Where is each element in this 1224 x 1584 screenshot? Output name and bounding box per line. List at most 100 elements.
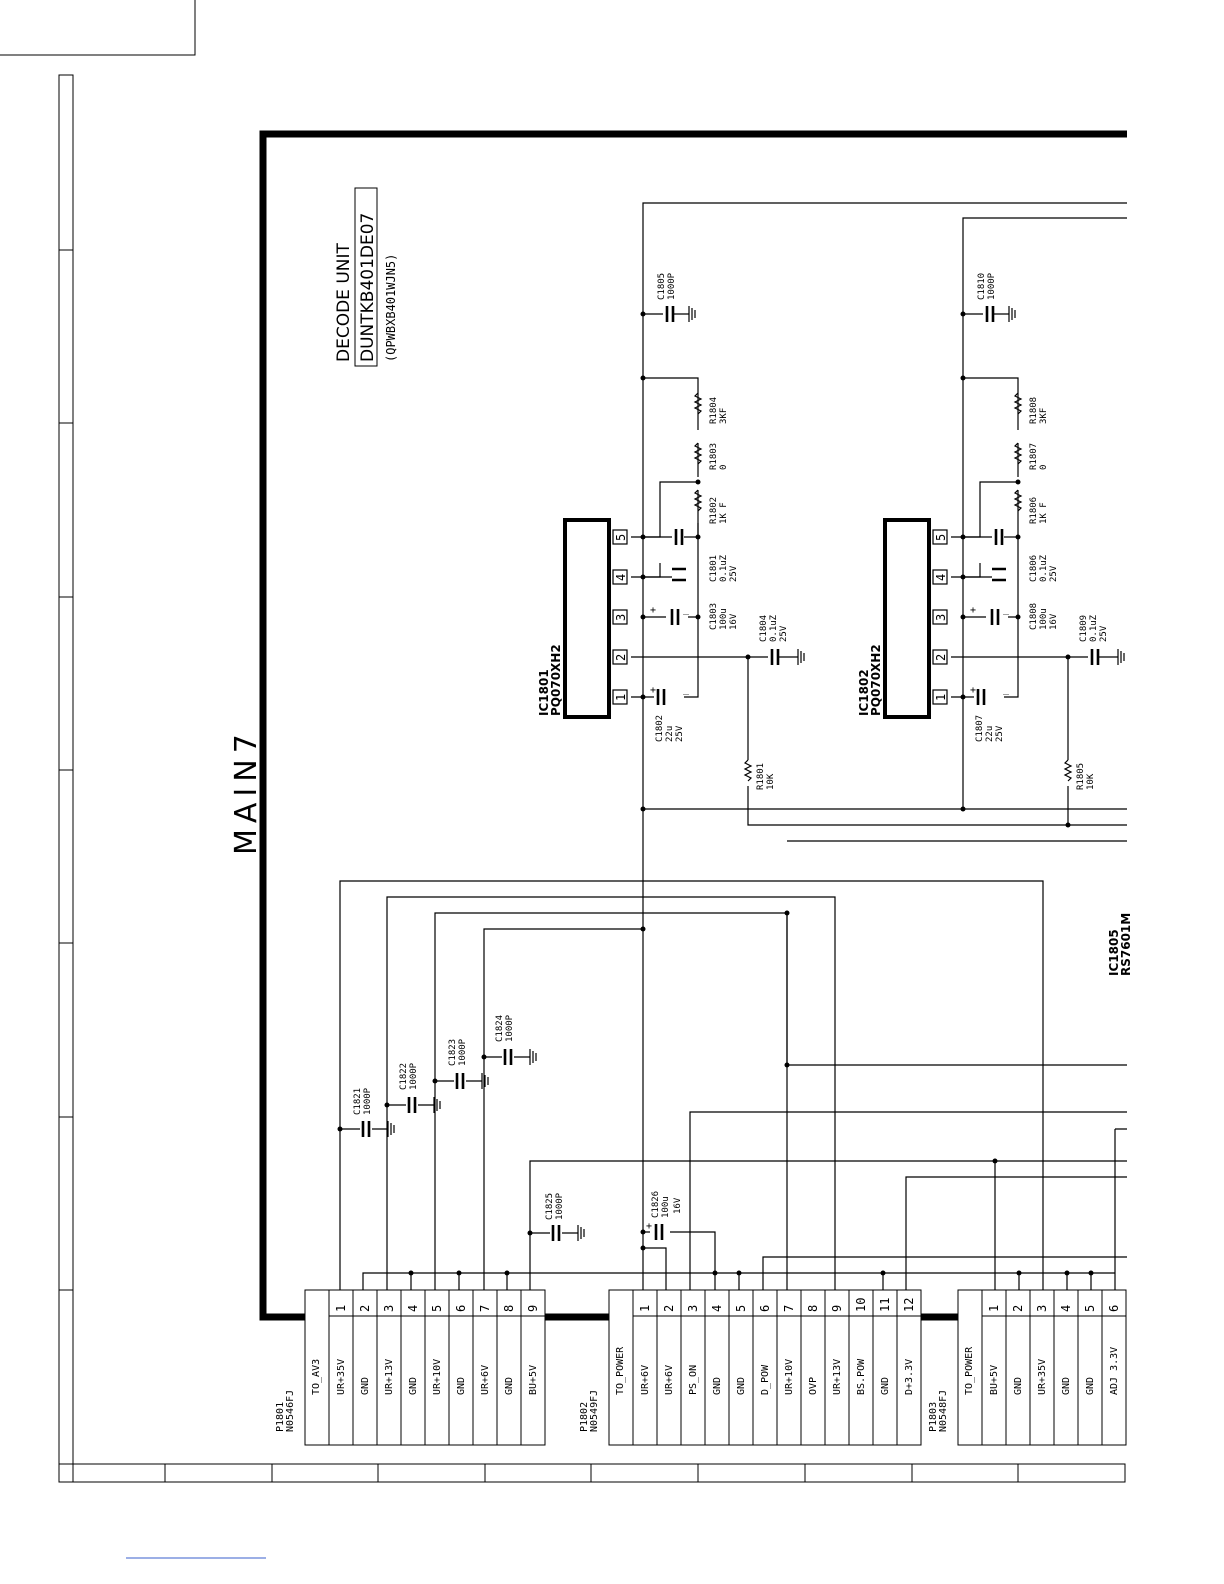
connector-pin-number: 5 xyxy=(430,1305,444,1312)
connector-pin-signal: BU+5V xyxy=(989,1365,1000,1395)
ic1801-ref: IC1801 xyxy=(537,669,551,716)
resistor-r1802 xyxy=(693,489,703,512)
svg-text:100u: 100u xyxy=(661,1196,671,1218)
ic1802-circuit: 5 4 3 2 1 IC1802 PQ070XH2 + _ + _ C1810 … xyxy=(857,217,1127,828)
connector-pin-number: 1 xyxy=(638,1305,652,1312)
connector-destination: TO_POWER xyxy=(964,1346,975,1395)
connector-pin-signal: BS.POW xyxy=(856,1358,867,1395)
svg-text:+: + xyxy=(646,1221,652,1232)
svg-text:0.1uZ: 0.1uZ xyxy=(719,554,729,582)
connector-pin-number: 3 xyxy=(686,1305,700,1312)
connector-pin-number: 11 xyxy=(878,1298,892,1312)
svg-text:1000P: 1000P xyxy=(987,272,997,300)
svg-text:3KF: 3KF xyxy=(1039,408,1049,424)
svg-text:R1806: R1806 xyxy=(1029,497,1039,524)
svg-text:R1802: R1802 xyxy=(709,497,719,524)
svg-text:C1808: C1808 xyxy=(1029,603,1039,630)
svg-text:25V: 25V xyxy=(995,725,1005,742)
svg-text:10K: 10K xyxy=(766,773,776,790)
connector-pin-number: 6 xyxy=(454,1305,468,1312)
connectors: 1UR+35V2GND3UR+13V4GND5UR+10V6GND7UR+6V8… xyxy=(275,1289,1127,1446)
connector-pin-number: 9 xyxy=(526,1305,540,1312)
connector-pin-signal: D+3.3V xyxy=(904,1359,915,1395)
ic1801-part: PQ070XH2 xyxy=(549,644,563,716)
svg-text:5: 5 xyxy=(614,534,628,541)
svg-text:1000P: 1000P xyxy=(555,1192,565,1220)
svg-text:C1826: C1826 xyxy=(651,1191,661,1218)
sheet-frame xyxy=(0,0,1126,1559)
svg-text:25V: 25V xyxy=(1049,565,1059,582)
connector-pin-number: 6 xyxy=(758,1305,772,1312)
svg-text:+: + xyxy=(970,605,976,616)
svg-text:C1803: C1803 xyxy=(709,603,719,630)
connector-ref: P1801 xyxy=(275,1402,286,1432)
svg-text:C1805: C1805 xyxy=(657,273,667,300)
connector-pin-signal: ADJ 3.3V xyxy=(1109,1347,1120,1395)
connector-part: N0546FJ xyxy=(285,1390,296,1432)
sheet-title: MAIN7 xyxy=(229,728,264,855)
svg-text:_: _ xyxy=(683,604,690,615)
svg-text:16V: 16V xyxy=(1049,613,1059,630)
svg-text:5: 5 xyxy=(934,534,948,541)
connector-pin-signal: GND xyxy=(736,1377,747,1395)
svg-text:+: + xyxy=(650,605,656,616)
connector-pin-number: 2 xyxy=(1011,1305,1025,1312)
svg-text:C1804: C1804 xyxy=(759,615,769,642)
svg-text:_: _ xyxy=(683,684,690,695)
connector-pin-number: 2 xyxy=(662,1305,676,1312)
resistor-r1801 xyxy=(743,759,753,782)
ic1802-ref: IC1802 xyxy=(857,669,871,716)
ic1802-body xyxy=(883,518,931,719)
unit-title-block: DECODE UNIT DUNTKB401DE07 (QPWBXB401WJN5… xyxy=(334,187,398,367)
svg-text:C1806: C1806 xyxy=(1029,555,1039,582)
svg-text:25V: 25V xyxy=(1099,625,1109,642)
connector-pin-signal: GND xyxy=(360,1377,371,1395)
svg-text:+: + xyxy=(970,685,976,696)
connector-pin-number: 4 xyxy=(710,1305,724,1312)
connector-pin-signal: UR+13V xyxy=(832,1359,843,1395)
svg-text:_: _ xyxy=(1003,684,1010,695)
connector-pin-number: 3 xyxy=(382,1305,396,1312)
connector-pin-number: 7 xyxy=(782,1305,796,1312)
svg-text:R1801: R1801 xyxy=(756,763,766,790)
svg-text:1K F: 1K F xyxy=(719,502,729,524)
svg-text:25V: 25V xyxy=(729,565,739,582)
connector-pin-signal: UR+13V xyxy=(384,1359,395,1395)
connector-pin-number: 4 xyxy=(406,1305,420,1312)
svg-text:4: 4 xyxy=(614,574,628,581)
svg-text:2: 2 xyxy=(934,654,948,661)
connector-pin-number: 8 xyxy=(806,1305,820,1312)
connector-pin-number: 2 xyxy=(358,1305,372,1312)
connector-pin-signal: D_POW xyxy=(760,1364,771,1395)
unit-pwb-code: (QPWBXB401WJN5) xyxy=(384,254,398,362)
connector-p1801: 1UR+35V2GND3UR+13V4GND5UR+10V6GND7UR+6V8… xyxy=(275,1289,546,1446)
ic1801-circuit: 5 4 3 2 1 IC1801 PQ070XH2 + _ + _ C1805 … xyxy=(537,202,1127,826)
svg-text:C1823: C1823 xyxy=(448,1039,458,1066)
svg-text:+: + xyxy=(650,685,656,696)
connector-pin-number: 10 xyxy=(854,1298,868,1312)
svg-text:C1825: C1825 xyxy=(545,1193,555,1220)
ic1801-body xyxy=(563,518,611,719)
svg-text:R1804: R1804 xyxy=(709,397,719,424)
connector-pin-signal: OVP xyxy=(808,1377,819,1395)
connector-pin-number: 6 xyxy=(1107,1305,1121,1312)
svg-text:R1807: R1807 xyxy=(1029,443,1039,470)
svg-text:C1810: C1810 xyxy=(977,273,987,300)
svg-text:R1808: R1808 xyxy=(1029,397,1039,424)
connector-pin-number: 1 xyxy=(334,1305,348,1312)
svg-text:R1803: R1803 xyxy=(709,443,719,470)
power-wiring: + _ C1821 1000P C1822 1000P C1823 1000P … xyxy=(337,809,1127,1290)
connector-pin-signal: UR+35V xyxy=(336,1359,347,1395)
svg-text:1000P: 1000P xyxy=(667,272,677,300)
svg-text:C1824: C1824 xyxy=(495,1015,505,1042)
svg-text:1: 1 xyxy=(934,694,948,701)
svg-text:C1809: C1809 xyxy=(1079,615,1089,642)
svg-text:100u: 100u xyxy=(719,608,729,630)
connector-pin-number: 9 xyxy=(830,1305,844,1312)
connector-pin-signal: GND xyxy=(880,1377,891,1395)
connector-pin-number: 1 xyxy=(987,1305,1001,1312)
svg-text:1: 1 xyxy=(614,694,628,701)
resistor-r1805 xyxy=(1063,759,1073,782)
